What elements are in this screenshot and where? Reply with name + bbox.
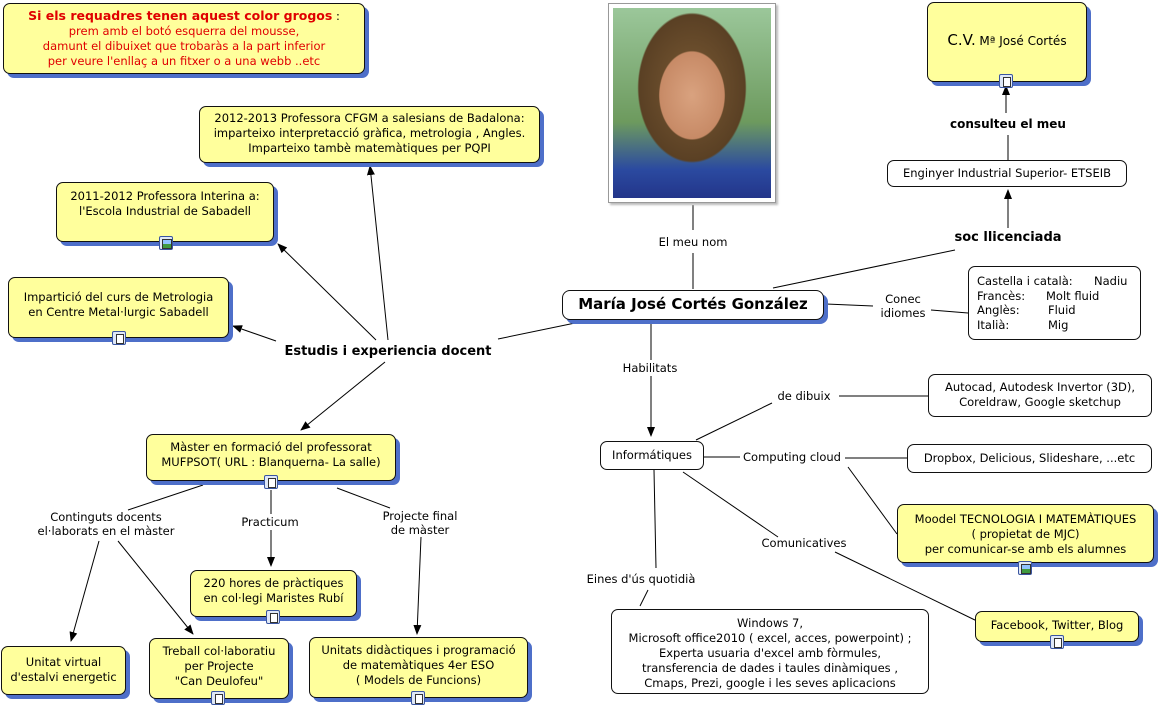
document-link-icon[interactable] (411, 691, 425, 705)
energy-unit-node: Unitat virtual d'estalvi energetic (1, 646, 126, 695)
licence-link-label: soc llicenciada (954, 230, 1062, 245)
info-line-3: damunt el dibuixet que trobaràs a la par… (42, 39, 326, 53)
profile-photo (608, 3, 776, 203)
drawing-link-label: de dibuix (777, 389, 831, 403)
document-link-icon[interactable] (211, 691, 225, 705)
master-node: Màster en formació del professorat MUFPS… (146, 434, 396, 481)
language-row: Francès:Molt fluid (977, 288, 1100, 303)
daily-tools-node: Windows 7, Microsoft office2010 ( excel,… (611, 609, 929, 694)
cv-name: Mª José Cortés (979, 34, 1067, 48)
cv-node[interactable]: C.V. Mª José Cortés (927, 2, 1087, 82)
info-line-2: prem amb el botó esquerra del mousse, (68, 24, 300, 38)
cloud-link-label: Computing cloud (743, 450, 841, 464)
languages-link-label-1: Conec (885, 292, 921, 306)
languages-link-label-2: idiomes (880, 306, 926, 320)
info-box: Si els requadres tenen aquest color grog… (3, 3, 365, 74)
info-line-4: per veure l'enllaç a un fitxer o a una w… (47, 54, 321, 68)
job-2011-node: 2011-2012 Professora Interina a: l'Escol… (56, 182, 274, 242)
communication-link-label: Comunicatives (761, 536, 847, 550)
degree-node: Enginyer Industrial Superior- ETSEIB (887, 160, 1127, 187)
computer-skills-node: Informátiques (600, 441, 704, 470)
info-title-colon: : (332, 9, 340, 23)
contents-link-label: Continguts docents el·laborats en el màs… (37, 510, 175, 538)
cv-prefix: C.V. (947, 31, 976, 49)
portrait-image (613, 8, 771, 198)
document-link-icon[interactable] (999, 74, 1013, 88)
teaching-hub-label: Estudis i experiencia docent (284, 344, 492, 359)
drawing-tools-node: Autocad, Autodesk Invertor (3D), Coreldr… (928, 374, 1152, 417)
document-link-icon[interactable] (264, 475, 278, 489)
language-row: Italià:Mig (977, 317, 1069, 332)
practice-node: 220 hores de pràctiques en col·legi Mari… (190, 570, 357, 617)
moodle-node: Moodel TECNOLOGIA I MATEMÀTIQUES ( propi… (897, 504, 1154, 563)
document-link-icon[interactable] (112, 331, 126, 345)
photo-link-label: El meu nom (658, 235, 728, 249)
language-row: Anglès:Fluid (977, 303, 1076, 317)
language-row: Castella i català:Nadiu (977, 274, 1128, 288)
consult-label: consulteu el meu (950, 117, 1066, 131)
practicum-link-label: Practicum (241, 515, 299, 529)
languages-node: Castella i català:Nadiu Francès:Molt flu… (968, 266, 1141, 340)
center-node: María José Cortés González (562, 290, 824, 320)
image-link-icon[interactable] (1018, 561, 1032, 575)
info-title: Si els requadres tenen aquest color grog… (28, 8, 333, 23)
collab-node: Treball col·laboratiu per Projecte "Can … (149, 638, 289, 699)
metrology-node: Impartició del curs de Metrologia en Cen… (8, 277, 229, 338)
document-link-icon[interactable] (1050, 635, 1064, 649)
daily-tools-link-label: Eines d'ús quotidià (586, 572, 696, 586)
final-project-link-label: Projecte final de màster (382, 509, 458, 537)
job-2012-node: 2012-2013 Professora CFGM a salesians de… (199, 106, 540, 163)
document-link-icon[interactable] (266, 610, 280, 624)
image-link-icon[interactable] (159, 236, 173, 250)
didactic-node: Unitats didàctiques i programació de mat… (309, 637, 528, 698)
skills-link-label: Habilitats (622, 361, 678, 375)
cloud-tools-node: Dropbox, Delicious, Slideshare, ...etc (907, 444, 1152, 473)
